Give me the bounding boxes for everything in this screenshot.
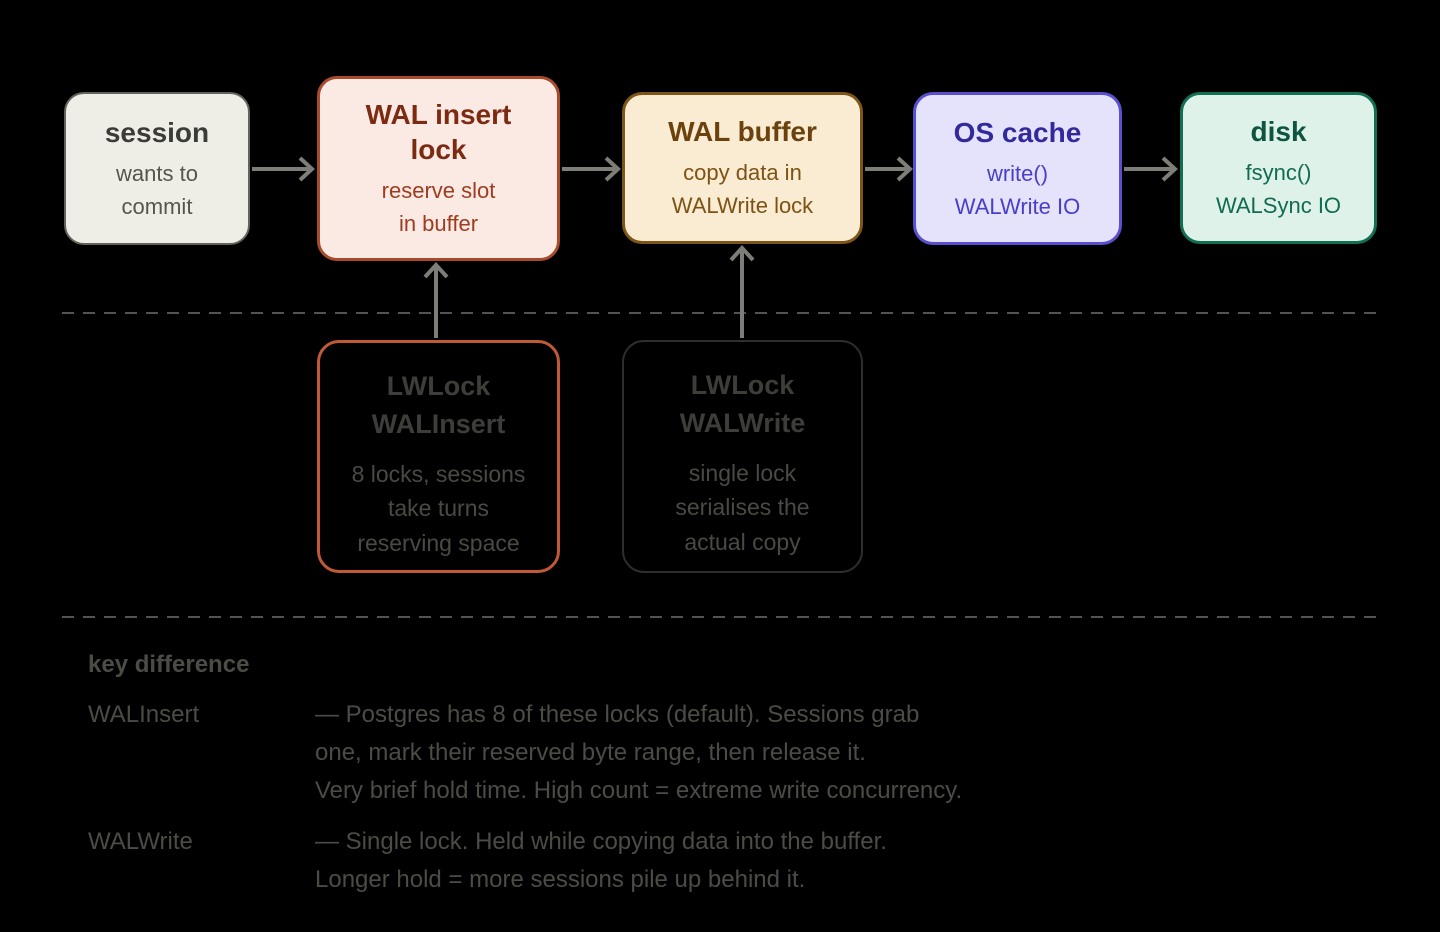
wal-insert-lock-subtitle: reserve slot in buffer	[381, 178, 496, 236]
note-label-walinsert: WALInsert	[88, 701, 200, 728]
lwlock-walwrite-box: LWLock WALWrite single lock serialises t…	[622, 340, 863, 573]
arrow-lwlock-walinsert-to-wal-insert-lock	[423, 262, 449, 338]
disk-title: disk	[1250, 116, 1307, 147]
arrow-wal-buffer-to-os-cache	[865, 156, 913, 182]
wal-insert-lock-title: WAL insert lock	[365, 99, 512, 165]
note-text-walwrite: — Single lock. Held while copying data i…	[315, 828, 887, 893]
lwlock-walinsert-body: 8 locks, sessions take turns reserving s…	[351, 460, 526, 556]
os-cache-title: OS cache	[953, 116, 1082, 148]
flow-box-os-cache: OS cache write() WALWrite IO	[913, 92, 1122, 245]
os-cache-subtitle: write() WALWrite IO	[954, 160, 1081, 219]
session-title: session	[104, 116, 210, 148]
arrow-wal-insert-lock-to-wal-buffer	[562, 156, 621, 182]
disk-subtitle: fsync() WALSync IO	[1215, 160, 1342, 218]
flow-box-disk: disk fsync() WALSync IO	[1180, 92, 1377, 244]
lwlock-walinsert-title: LWLock WALInsert	[371, 371, 506, 440]
notes-heading: key difference	[88, 651, 250, 678]
lwlock-walwrite-body: single lock serialises the actual copy	[675, 459, 810, 555]
lwlock-walinsert-box: LWLock WALInsert 8 locks, sessions take …	[317, 340, 560, 573]
flow-box-wal-insert-lock: WAL insert lock reserve slot in buffer	[317, 76, 560, 261]
arrow-session-to-wal-insert-lock	[252, 156, 315, 182]
wal-buffer-title: WAL buffer	[668, 116, 817, 147]
note-label-walwrite: WALWrite	[88, 828, 193, 855]
arrow-lwlock-walwrite-to-wal-buffer	[729, 245, 755, 338]
flow-box-wal-buffer: WAL buffer copy data in WALWrite lock	[622, 92, 863, 244]
lwlock-walwrite-title: LWLock WALWrite	[679, 370, 806, 439]
session-subtitle: wants to commit	[116, 160, 198, 219]
note-text-walinsert: — Postgres has 8 of these locks (default…	[315, 701, 963, 804]
wal-buffer-subtitle: copy data in WALWrite lock	[671, 160, 814, 218]
flow-box-session: session wants to commit	[64, 92, 250, 245]
arrow-os-cache-to-disk	[1124, 156, 1178, 182]
